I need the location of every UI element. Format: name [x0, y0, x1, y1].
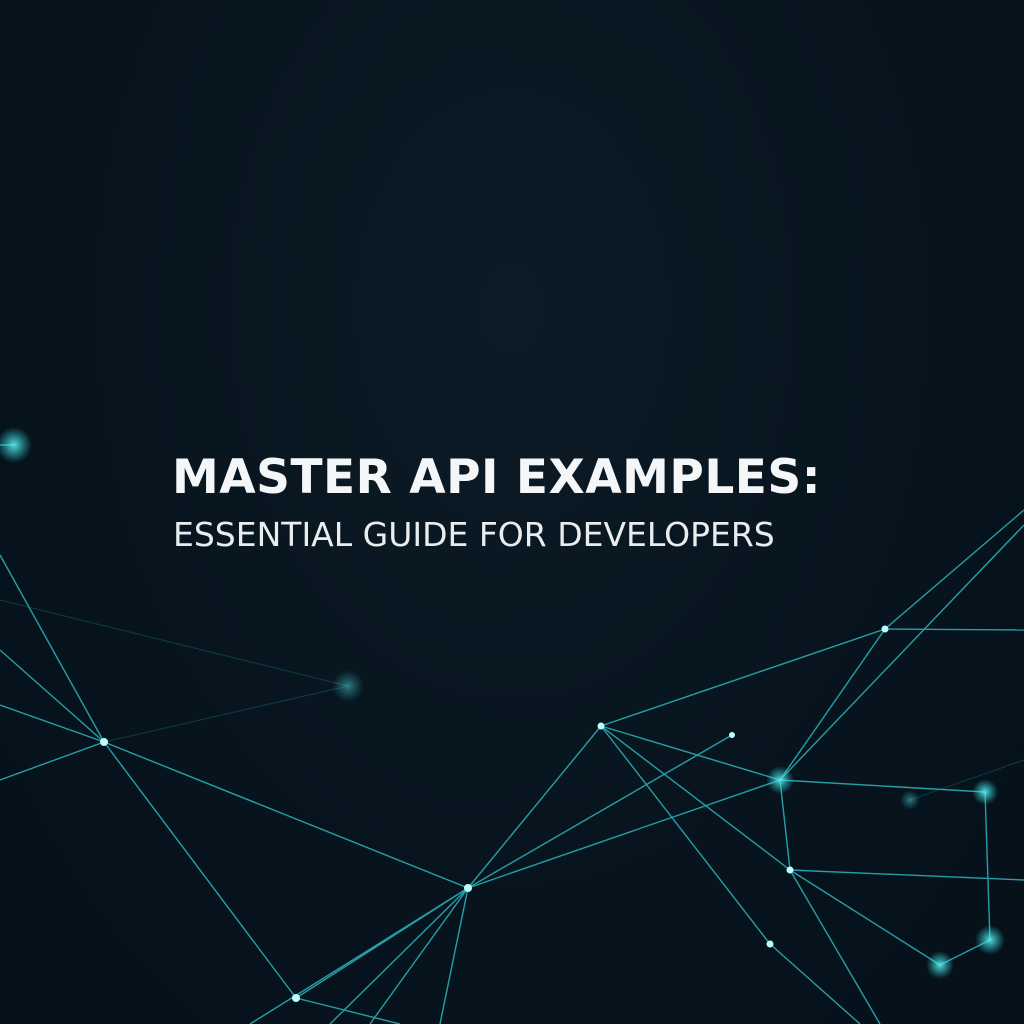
page-subtitle: ESSENTIAL GUIDE FOR DEVELOPERS — [173, 515, 775, 554]
title-block: MASTER API EXAMPLES: ESSENTIAL GUIDE FOR… — [172, 448, 932, 560]
page-title: MASTER API EXAMPLES: — [172, 450, 822, 505]
